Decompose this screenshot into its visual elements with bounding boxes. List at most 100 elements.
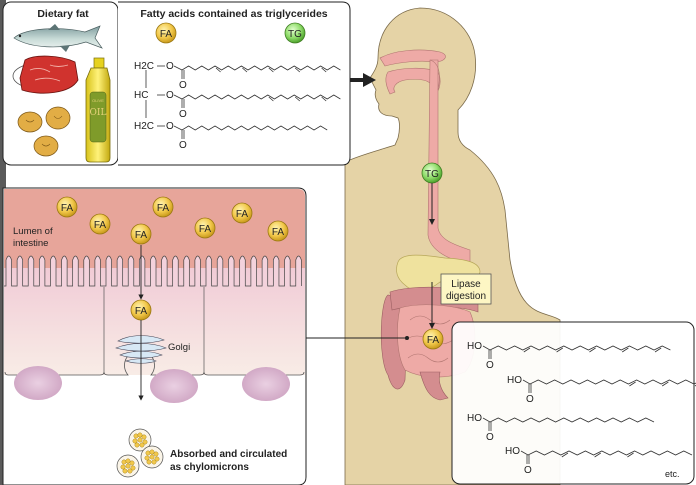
lipid-droplet <box>137 437 143 443</box>
lipid-droplet <box>142 439 148 445</box>
double-bond <box>654 347 662 353</box>
lipid-droplet <box>151 459 157 465</box>
double-bond <box>627 452 634 458</box>
lipid-droplet <box>149 454 155 460</box>
fa-legend-badge: FA <box>155 22 177 44</box>
carbonyl-oxygen: O <box>524 465 532 476</box>
double-bond <box>621 347 629 353</box>
olive-oil-bottle-icon: OLIVE OIL <box>85 57 111 163</box>
fa-molecule <box>89 213 111 235</box>
bond <box>482 345 491 351</box>
backbone-carbon: H2C <box>134 61 154 72</box>
double-bond <box>321 96 327 102</box>
backbone-carbon: HC <box>134 90 148 101</box>
carbon-chain <box>489 345 671 351</box>
etc-label: etc. <box>665 469 680 479</box>
lumen-label: Lumen of <box>13 226 53 237</box>
fa-molecule <box>194 217 216 239</box>
walnuts-icon <box>17 106 71 157</box>
fish-icon <box>13 24 103 52</box>
fa-cell-label: FA <box>135 306 148 317</box>
hydroxyl-label: HO <box>507 375 522 386</box>
lipid-droplet <box>132 438 138 444</box>
double-bond <box>268 96 274 102</box>
fa-badge-cell: FA <box>130 299 152 321</box>
fa-molecule-label: FA <box>236 209 249 220</box>
carbon-chain <box>489 417 655 423</box>
digestive-tract <box>379 49 471 263</box>
fa-legend-label: FA <box>160 29 173 40</box>
double-bond <box>561 452 569 458</box>
lipid-droplet <box>125 458 131 464</box>
oil-brand: OLIVE <box>92 98 104 103</box>
carbon-chain <box>181 125 328 131</box>
meat-icon <box>12 55 79 94</box>
hydroxyl-label: HO <box>505 446 520 457</box>
fatty-acids-panel <box>451 321 695 485</box>
fa-molecule <box>231 202 253 224</box>
double-bond <box>215 67 221 73</box>
golgi-label: Golgi <box>168 342 190 353</box>
lipid-droplet <box>134 442 140 448</box>
tg-legend-label: TG <box>288 29 302 40</box>
oil-label: OIL <box>90 108 107 118</box>
tg-badge-esophagus: TG <box>421 162 443 184</box>
lipid-droplet <box>127 468 133 474</box>
carbonyl-oxygen: O <box>179 109 187 120</box>
fa-molecule <box>267 220 289 242</box>
carbonyl-oxygen: O <box>179 140 187 151</box>
double-bond <box>242 67 248 73</box>
chylomicrons <box>116 428 164 478</box>
chylomicrons-caption: as chylomicrons <box>170 462 249 473</box>
carbonyl-oxygen: O <box>486 360 494 371</box>
backbone-carbon: H2C <box>134 121 154 132</box>
fa-badge-intestine: FA <box>422 328 444 350</box>
lipid-droplet <box>125 463 131 469</box>
lipid-droplet <box>129 460 135 466</box>
fa-label: FA <box>427 335 440 346</box>
lipid-droplet <box>139 442 145 448</box>
intestine-label: intestine <box>13 238 48 249</box>
fa-molecule-label: FA <box>157 203 170 214</box>
hydroxyl-label: HO <box>467 341 482 352</box>
carbonyl-oxygen: O <box>526 394 534 405</box>
bond <box>482 417 491 423</box>
tg-legend-badge: TG <box>284 22 306 44</box>
lipase-label: Lipase <box>451 279 481 290</box>
fa-molecule <box>152 196 174 218</box>
nuclei <box>14 366 290 403</box>
bond <box>173 94 183 100</box>
triglyceride-panel <box>118 1 351 166</box>
fa-molecule <box>56 196 78 218</box>
triglycerides-title: Fatty acids contained as triglycerides <box>140 8 327 20</box>
lipid-droplet <box>144 455 150 461</box>
carbonyl-oxygen: O <box>486 432 494 443</box>
lipase-digestion-box: Lipase digestion <box>440 273 492 305</box>
ester-oxygen: O <box>166 121 174 132</box>
lipid-droplet <box>120 464 126 470</box>
double-bond <box>294 67 301 73</box>
double-bond <box>629 381 636 387</box>
bond <box>522 379 531 385</box>
fa-molecule-label: FA <box>94 220 107 231</box>
double-bond <box>523 347 531 353</box>
lipid-droplet <box>137 432 143 438</box>
lipid-droplet <box>154 456 160 462</box>
carbon-chain <box>527 450 693 456</box>
lipid-droplet <box>141 434 147 440</box>
double-bond <box>321 67 327 73</box>
carbonyl-oxygen: O <box>179 80 187 91</box>
double-bond <box>294 96 301 102</box>
lipid-droplet <box>130 465 136 471</box>
fa-molecule-label: FA <box>135 230 148 241</box>
fa-molecule <box>130 223 152 245</box>
absorbed-caption: Absorbed and circulated <box>170 449 287 460</box>
bond <box>173 125 183 131</box>
bond <box>173 65 183 71</box>
fa-molecule-label: FA <box>199 224 212 235</box>
digestion-label: digestion <box>446 291 486 302</box>
